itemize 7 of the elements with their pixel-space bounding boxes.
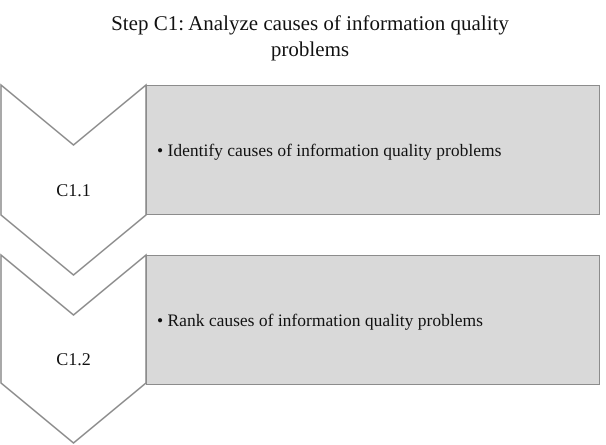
step-panel [146, 85, 600, 215]
step-label: C1.1 [55, 180, 92, 201]
diagram-title: Step C1: Analyze causes of information quality problems [110, 10, 510, 62]
step-label: C1.2 [55, 349, 92, 370]
step-panel [146, 255, 600, 385]
task-text: • Rank causes of information quality problems [156, 310, 483, 330]
task-text: • Identify causes of information quality problems [156, 140, 502, 160]
